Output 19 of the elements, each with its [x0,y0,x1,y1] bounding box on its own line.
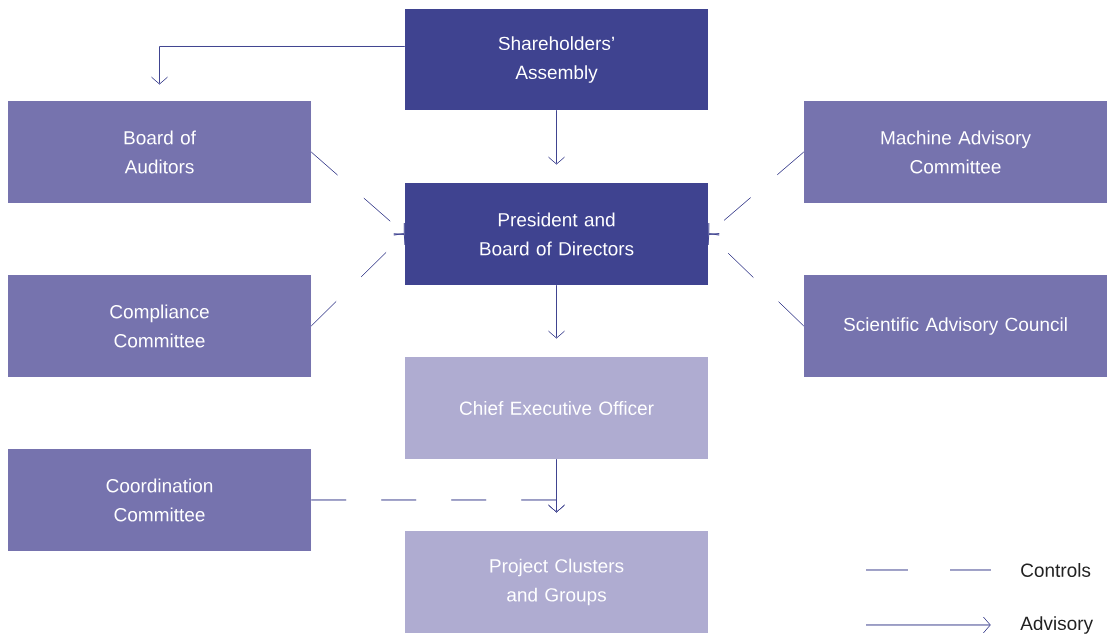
connector-arrow [310,499,565,513]
org-box: Project Clusters and Groups [405,531,708,633]
org-box: Compliance Committee [8,275,311,377]
connector-arrow [708,151,805,236]
legend-label: Controls [1021,563,1091,577]
connector-arrow [151,46,406,85]
connector-arrow [707,233,805,327]
org-box: Machine Advisory Committee [804,101,1107,203]
connector-arrow [310,151,405,236]
org-box: Chief Executive Officer [405,357,708,459]
connector-arrow [310,233,406,327]
org-box: President and Board of Directors [405,183,708,285]
org-box: Shareholders’ Assembly [405,9,708,110]
org-box: Board of Auditors [8,101,311,203]
org-box: Coordination Committee [8,449,311,551]
connector-arrow [548,109,565,165]
org-box: Scientific Advisory Council [804,275,1107,377]
connector-arrow [548,284,565,339]
legend-label: Advisory [1020,616,1093,634]
